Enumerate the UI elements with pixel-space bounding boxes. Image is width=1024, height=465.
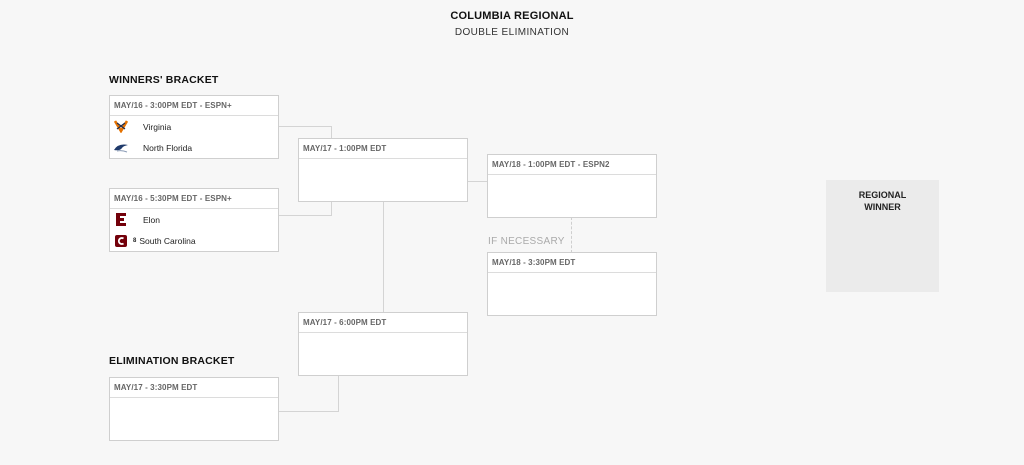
elon-logo-icon [113,212,129,228]
south-carolina-logo-icon [113,233,129,249]
virginia-logo-icon [113,119,129,135]
elimination-bracket-label: ELIMINATION BRACKET [109,355,235,367]
game-card-may16-1[interactable]: MAY/16 - 3:00PM EDT - ESPN+ Virginia Nor… [109,95,279,159]
game-card-may18-2[interactable]: MAY/18 - 3:30PM EDT [487,252,657,316]
connector-line [331,126,332,138]
game-card-may17-3[interactable]: MAY/17 - 6:00PM EDT [298,312,468,376]
if-necessary-label: IF NECESSARY [488,236,565,247]
team-row[interactable]: Elon [110,209,278,230]
team-row[interactable]: 8 South Carolina [110,230,278,251]
game-time: MAY/17 - 3:30PM EDT [110,378,278,398]
connector-line [331,201,332,216]
game-card-may17-1[interactable]: MAY/17 - 1:00PM EDT [298,138,468,202]
team-name: North Florida [143,142,193,153]
connector-line [338,375,339,412]
team-row[interactable]: Virginia [110,116,278,137]
game-card-may17-2[interactable]: MAY/17 - 3:30PM EDT [109,377,279,441]
game-card-may16-2[interactable]: MAY/16 - 5:30PM EDT - ESPN+ Elon 8 South… [109,188,279,252]
regional-winner-box: REGIONAL WINNER [826,180,939,292]
connector-line [383,201,384,313]
game-time: MAY/17 - 1:00PM EDT [299,139,467,159]
regional-winner-line2: WINNER [864,202,901,212]
game-card-may18-1[interactable]: MAY/18 - 1:00PM EDT - ESPN2 [487,154,657,218]
winners-bracket-label: WINNERS' BRACKET [109,74,219,86]
connector-line [278,411,339,412]
regional-title: COLUMBIA REGIONAL [450,10,574,22]
format-subtitle: DOUBLE ELIMINATION [454,27,570,38]
team-row[interactable]: North Florida [110,137,278,158]
team-seed: 8 [133,237,137,244]
connector-line [278,215,332,216]
if-necessary-dashed-line [571,217,572,253]
game-time: MAY/17 - 6:00PM EDT [299,313,467,333]
team-name: Virginia [143,121,172,132]
game-time: MAY/16 - 3:00PM EDT - ESPN+ [110,96,278,116]
team-name: Elon [143,214,161,225]
team-name: South Carolina [139,235,196,246]
connector-line [467,181,487,182]
game-time: MAY/16 - 5:30PM EDT - ESPN+ [110,189,278,209]
regional-winner-line1: REGIONAL [858,190,907,200]
game-time: MAY/18 - 1:00PM EDT - ESPN2 [488,155,656,175]
north-florida-logo-icon [113,140,129,156]
connector-line [278,126,332,127]
game-time: MAY/18 - 3:30PM EDT [488,253,656,273]
